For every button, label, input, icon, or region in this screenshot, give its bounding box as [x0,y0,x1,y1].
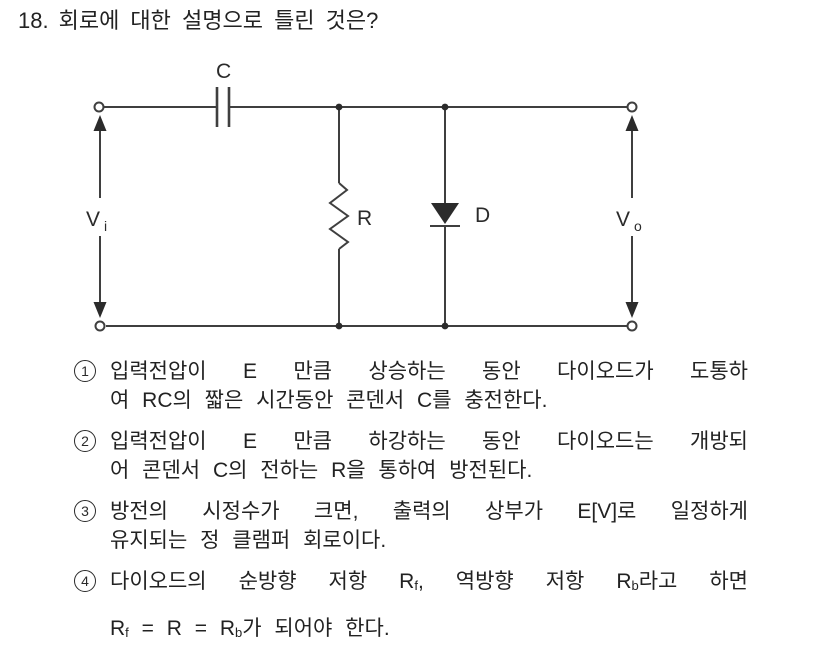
vout-subscript: o [634,218,642,234]
rb-subscript: b [235,625,243,640]
option-3-line-2: 유지되는 정 클램퍼 회로이다. [110,529,387,552]
vin-up-arrowhead-icon [93,115,107,131]
formula-text: 가 되어야 한다. [242,617,390,640]
option-3-marker: 3 [74,500,96,522]
resistor-label: R [357,207,372,230]
option-4-line-1-text: 다이오드의 순방향 저항 R [110,570,415,593]
question-title: 회로에 대한 설명으로 틀린 것은? [58,8,379,33]
vin-down-arrowhead-icon [93,302,107,318]
option-2-text: 입력전압이 E 만큼 하강하는 동안 다이오드는 개방되 어 콘덴서 C의 전하… [110,427,748,485]
junction-dot [335,322,343,330]
vout-down-arrowhead-icon [625,302,639,318]
terminal-top-left [93,101,105,113]
option-3-text: 방전의 시정수가 크면, 출력의 상부가 E[V]로 일정하게 유지되는 정 클… [110,497,748,555]
answer-options: 1 입력전압이 E 만큼 상승하는 동안 다이오드가 도통하 여 RC의 짧은 … [74,357,764,650]
option-2-number: 2 [81,433,89,449]
diode-label: D [475,204,490,227]
option-2: 2 입력전압이 E 만큼 하강하는 동안 다이오드는 개방되 어 콘덴서 C의 … [74,427,764,485]
vout-label: V [616,208,630,231]
circuit-wires [99,87,633,327]
circuit-filled-shapes [93,103,639,330]
junction-dot [441,103,449,111]
capacitor-label: C [216,60,231,83]
option-3: 3 방전의 시정수가 크면, 출력의 상부가 E[V]로 일정하게 유지되는 정… [74,497,764,555]
option-1-text: 입력전압이 E 만큼 상승하는 동안 다이오드가 도통하 여 RC의 짧은 시간… [110,357,748,415]
option-2-line-1: 입력전압이 E 만큼 하강하는 동안 다이오드는 개방되 [110,430,748,453]
junction-dot [335,103,343,111]
option-4-line-1: 다이오드의 순방향 저항 Rf, 역방향 저항 Rb라고 하면 [110,567,748,596]
option-2-marker: 2 [74,430,96,452]
rf-subscript: f [414,578,418,593]
vout-up-arrowhead-icon [625,115,639,131]
terminal-bottom-right [626,320,638,332]
option-1-marker: 1 [74,360,96,382]
option-1: 1 입력전압이 E 만큼 상승하는 동안 다이오드가 도통하 여 RC의 짧은 … [74,357,764,415]
vin-label: V [86,208,100,231]
rb-subscript: b [631,578,639,593]
option-4-number: 4 [81,573,89,589]
question-header: 18. 회로에 대한 설명으로 틀린 것은? [18,8,378,34]
junction-dot [441,322,449,330]
option-4-line-1-text: 라고 하면 [638,570,748,593]
option-1-line-2: 여 RC의 짧은 시간동안 콘덴서 C를 충전한다. [110,389,548,412]
formula-text: R [110,617,126,640]
formula-text: = R = R [128,617,235,640]
option-1-number: 1 [81,363,89,379]
option-4: 4 다이오드의 순방향 저항 Rf, 역방향 저항 Rb라고 하면 Rf = R… [74,567,764,643]
option-4-text: 다이오드의 순방향 저항 Rf, 역방향 저항 Rb라고 하면 Rf = R =… [110,567,748,643]
option-1-line-1: 입력전압이 E 만큼 상승하는 동안 다이오드가 도통하 [110,360,748,383]
terminal-top-right [626,101,638,113]
terminal-bottom-left [94,320,106,332]
vin-subscript: i [104,218,107,234]
rf-subscript: f [125,625,129,640]
diode-triangle-icon [431,203,459,224]
circuit-terminals [93,101,638,332]
option-4-formula: Rf = R = Rb가 되어야 한다. [110,614,748,643]
circuit-labels: C R D V i V o [86,60,642,234]
question-number: 18. [18,8,49,33]
option-2-line-2: 어 콘덴서 C의 전하는 R을 통하여 방전된다. [110,459,533,482]
option-3-line-1: 방전의 시정수가 크면, 출력의 상부가 E[V]로 일정하게 [110,500,748,523]
option-4-line-1-text: , 역방향 저항 R [417,570,632,593]
option-3-number: 3 [81,503,89,519]
resistor-zigzag [328,182,350,250]
circuit-diagram: C R D V i V o [86,60,642,332]
option-4-marker: 4 [74,570,96,592]
